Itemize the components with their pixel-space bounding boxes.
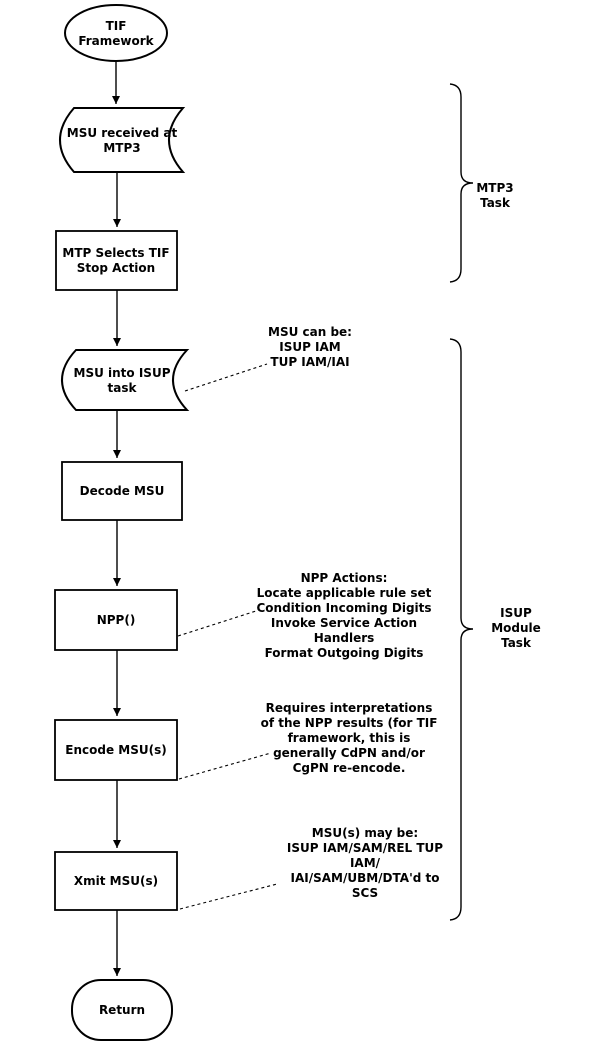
- annotation-xmit-note: MSU(s) may be: ISUP IAM/SAM/REL TUP IAM/…: [286, 826, 444, 900]
- msu-received-stored-data-shape: [59, 107, 186, 173]
- return-terminator-shape: [71, 979, 173, 1041]
- encode-msu-process-shape: [54, 719, 178, 781]
- mtp3-task-brace: [449, 83, 474, 283]
- node-encode-msu-label: Encode MSU(s): [65, 743, 167, 757]
- annotation-connector-msu-can-be: [184, 363, 268, 392]
- annotation-encode-note: Requires interpretations of the NPP resu…: [260, 701, 438, 775]
- xmit-msu-process-shape: [54, 851, 178, 911]
- annotation-msu-can-be: MSU can be: ISUP IAM TUP IAM/IAI: [268, 325, 352, 369]
- decode-msu-process-shape: [61, 461, 183, 521]
- node-npp-label: NPP(): [96, 613, 136, 627]
- node-msu-into-isup-label: MSU into ISUP task: [73, 366, 171, 395]
- node-mtp-selects-label: MTP Selects TIF Stop Action: [62, 246, 170, 275]
- start-ellipse-shape: [64, 4, 168, 62]
- isup-module-task-brace: [449, 338, 474, 921]
- brace-label-mtp3-task: MTP3 Task: [476, 181, 514, 210]
- node-tif-framework-label: TIF Framework: [78, 19, 154, 48]
- npp-process-shape: [54, 589, 178, 651]
- node-msu-received-label: MSU received at MTP3: [66, 126, 178, 155]
- brace-label-isup-module-task: ISUP Module Task: [491, 606, 541, 650]
- annotation-connector-xmit-note: [179, 883, 278, 910]
- node-xmit-msu-label: Xmit MSU(s): [73, 874, 159, 888]
- annotation-connector-encode-note: [178, 752, 272, 780]
- node-decode-msu-label: Decode MSU: [79, 484, 165, 498]
- annotation-connector-npp-actions: [177, 610, 257, 637]
- mtp-selects-process-shape: [55, 230, 178, 291]
- msu-into-isup-stored-data-shape: [61, 349, 190, 411]
- annotation-npp-actions: NPP Actions: Locate applicable rule set …: [256, 571, 432, 660]
- node-return-label: Return: [98, 1003, 146, 1017]
